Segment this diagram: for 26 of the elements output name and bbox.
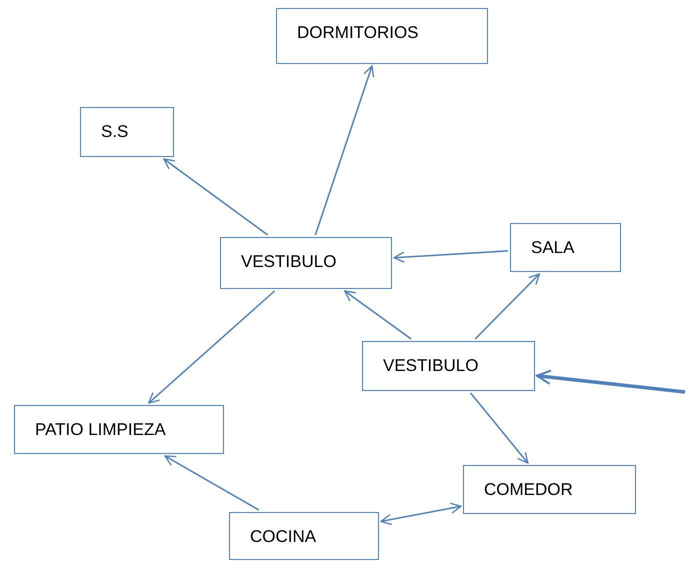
arrow: [474, 273, 540, 340]
arrow: [148, 290, 276, 404]
room-label: VESTIBULO: [241, 252, 336, 272]
room-box: [362, 341, 535, 391]
arrow: [314, 65, 374, 236]
room-box: [220, 237, 392, 289]
room-box: [510, 223, 621, 272]
room-label: COMEDOR: [484, 480, 573, 500]
room-box: [463, 465, 636, 514]
arrow: [163, 158, 268, 236]
room-label: PATIO LIMPIEZA: [35, 420, 166, 440]
room-label: COCINA: [250, 527, 316, 547]
room-label: VESTIBULO: [383, 356, 478, 376]
room-label: DORMITORIOS: [297, 23, 419, 43]
room-box: [276, 8, 488, 64]
room-label: SALA: [531, 238, 574, 258]
room-box: [80, 107, 174, 157]
arrow: [380, 502, 462, 526]
room-label: S.S: [101, 122, 128, 142]
room-box: [14, 405, 224, 454]
arrow: [470, 392, 528, 464]
room-box: [229, 512, 379, 560]
arrow: [344, 290, 412, 340]
arrow: [536, 370, 686, 394]
arrow: [393, 250, 508, 263]
arrow: [164, 455, 260, 511]
